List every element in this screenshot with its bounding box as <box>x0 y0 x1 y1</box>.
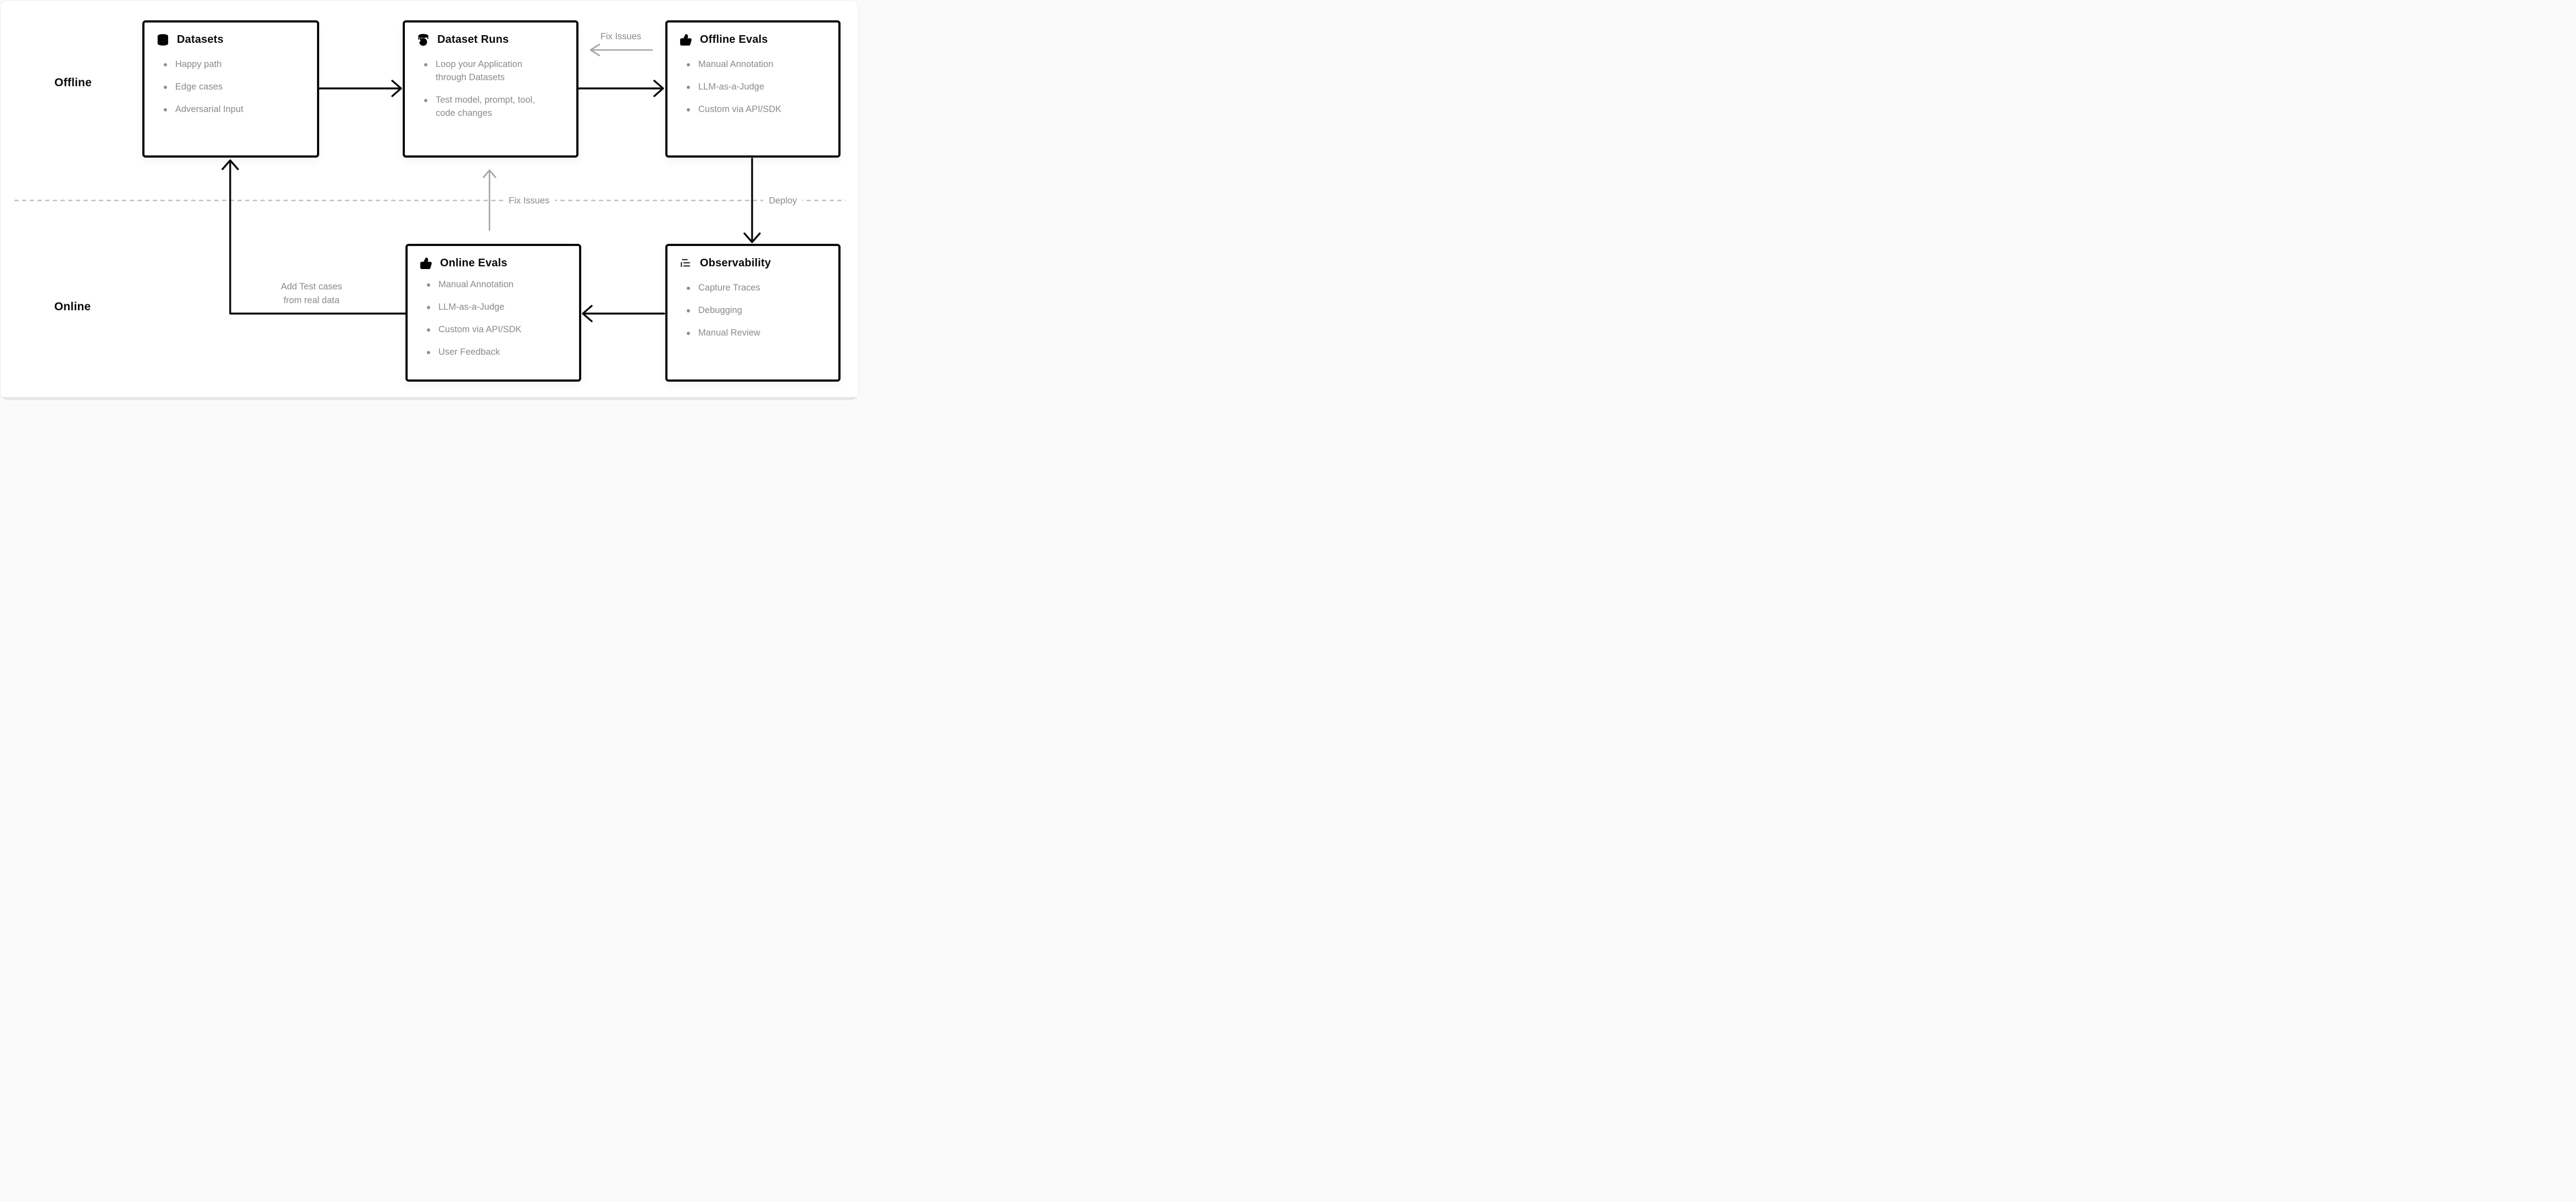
observability-header: Observability <box>680 257 826 270</box>
list-item: Adversarial Input <box>162 103 279 116</box>
arrow-offline-evals-to-observability <box>743 158 761 243</box>
offline-evals-title: Offline Evals <box>700 33 768 46</box>
list-item: Debugging <box>685 304 802 317</box>
list-item: Manual Annotation <box>685 58 802 71</box>
datasets-box: Datasets Happy path Edge cases Adversari… <box>142 20 319 158</box>
datasets-header: Datasets <box>157 33 305 46</box>
observability-box: Observability Capture Traces Debugging M… <box>665 244 841 382</box>
list-item: Test model, prompt, tool, code changes <box>422 94 539 120</box>
list-item: Manual Annotation <box>425 278 542 292</box>
datasets-title: Datasets <box>177 33 224 46</box>
fix-issues-top-label: Fix Issues <box>600 31 642 42</box>
logs-icon <box>681 259 691 267</box>
arrow-datasets-to-dataset-runs <box>318 80 402 97</box>
list-item: Loop your Application through Datasets <box>422 58 539 85</box>
online-evals-box: Online Evals Manual Annotation LLM-as-a-… <box>405 244 581 382</box>
diagram-canvas: Offline Online Datasets Happy path Edge … <box>0 0 859 400</box>
list-item: Edge cases <box>162 81 279 94</box>
thumbs-up-icon <box>680 33 692 46</box>
add-test-cases-line1: Add Test cases <box>281 282 342 292</box>
list-item: Custom via API/SDK <box>685 103 802 116</box>
arrow-observability-to-online-evals <box>582 305 665 322</box>
dataset-runs-list: Loop your Application through Datasets T… <box>422 58 564 120</box>
deploy-label: Deploy <box>763 194 803 208</box>
list-item: LLM-as-a-Judge <box>685 81 802 94</box>
bottom-edge-strip <box>1 397 858 400</box>
list-item: User Feedback <box>425 346 542 359</box>
list-item: Capture Traces <box>685 282 802 295</box>
thumbs-up-icon <box>420 257 432 270</box>
add-test-cases-line2: from real data <box>283 295 340 305</box>
list-item: Happy path <box>162 58 279 71</box>
observability-list: Capture Traces Debugging Manual Review <box>685 282 826 340</box>
dataset-runs-title: Dataset Runs <box>437 33 509 46</box>
list-item: LLM-as-a-Judge <box>425 301 542 314</box>
fix-issues-middle-label: Fix Issues <box>503 194 555 208</box>
add-test-cases-label: Add Test cases from real data <box>281 280 342 308</box>
offline-evals-list: Manual Annotation LLM-as-a-Judge Custom … <box>685 58 826 116</box>
online-evals-list: Manual Annotation LLM-as-a-Judge Custom … <box>425 278 567 359</box>
online-evals-header: Online Evals <box>420 257 567 270</box>
arrow-fix-issues-middle <box>482 169 497 231</box>
datasets-list: Happy path Edge cases Adversarial Input <box>162 58 305 116</box>
arrow-fix-issues-top <box>589 43 653 57</box>
connector-layer <box>14 43 845 322</box>
offline-evals-box: Offline Evals Manual Annotation LLM-as-a… <box>665 20 841 158</box>
offline-evals-header: Offline Evals <box>680 33 826 46</box>
offline-section-label: Offline <box>54 76 92 89</box>
arrow-dataset-runs-to-offline-evals <box>577 80 664 97</box>
dataset-runs-box: Dataset Runs Loop your Application throu… <box>403 20 578 158</box>
observability-title: Observability <box>700 257 771 269</box>
database-icon <box>157 33 169 46</box>
list-item: Manual Review <box>685 327 802 340</box>
database-refresh-icon <box>418 33 429 46</box>
dataset-runs-header: Dataset Runs <box>417 33 564 46</box>
online-section-label: Online <box>54 300 91 313</box>
online-evals-title: Online Evals <box>440 257 508 269</box>
list-item: Custom via API/SDK <box>425 323 542 337</box>
arrow-online-evals-to-datasets <box>221 159 407 315</box>
